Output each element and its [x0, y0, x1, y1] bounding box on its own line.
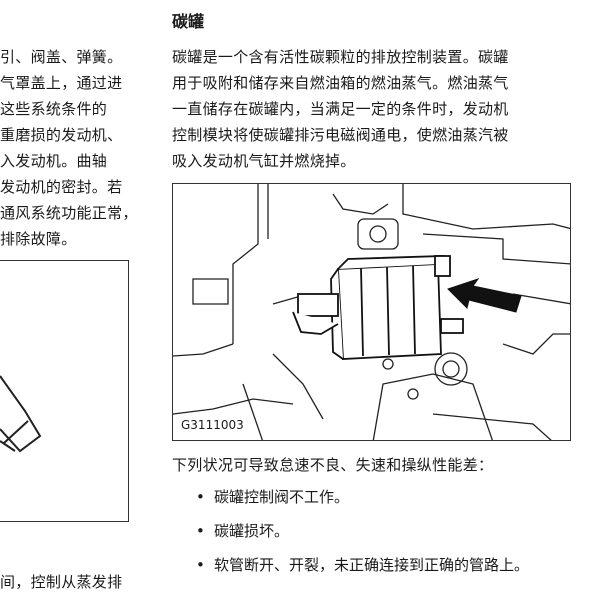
- bullet-item: 碳罐损坏。: [214, 522, 290, 540]
- left-figure: [0, 260, 129, 522]
- bullet-item: 软管断开、开裂，未正确连接到正确的管路上。: [214, 556, 530, 574]
- section-heading: 碳罐: [172, 12, 205, 31]
- left-text-line: 间，控制从蒸发排: [0, 573, 123, 591]
- left-text-line: 气罩盖上，通过进: [0, 74, 123, 92]
- left-figure-drawing: [0, 375, 42, 453]
- paragraph-line: 碳罐是一个含有活性碳颗粒的排放控制装置。碳罐: [172, 48, 509, 66]
- left-text-line: 这些系统条件的: [0, 100, 108, 118]
- left-text-line: 发动机的密封。若: [0, 178, 123, 196]
- left-text-line: 通风系统功能正常，: [0, 204, 138, 222]
- left-text-line: 引、阀盖、弹簧。: [0, 48, 123, 66]
- left-text-line: 入发动机。曲轴: [0, 152, 108, 170]
- paragraph-line: 吸入发动机气缸并燃烧掉。: [172, 152, 356, 170]
- bullet-marker: •: [196, 522, 205, 540]
- list-intro: 下列状况可导致怠速不良、失速和操纵性能差：: [172, 456, 494, 474]
- left-text-line: 重磨损的发动机、: [0, 126, 123, 144]
- paragraph-line: 用于吸附和储存来自燃油箱的燃油蒸气。燃油蒸气: [172, 74, 509, 92]
- paragraph-line: 一直储存在碳罐内，当满足一定的条件时，发动机: [172, 100, 509, 118]
- left-text-line: 排除故障。: [0, 230, 77, 248]
- figure-caption: G3111003: [181, 418, 244, 432]
- canister-illustration: [173, 184, 570, 440]
- canister-figure: G3111003: [172, 183, 571, 441]
- bullet-marker: •: [196, 556, 205, 574]
- bullet-marker: •: [196, 488, 205, 506]
- bullet-item: 碳罐控制阀不工作。: [214, 488, 350, 506]
- paragraph-line: 控制模块将使碳罐排污电磁阀通电，使燃油蒸汽被: [172, 126, 509, 144]
